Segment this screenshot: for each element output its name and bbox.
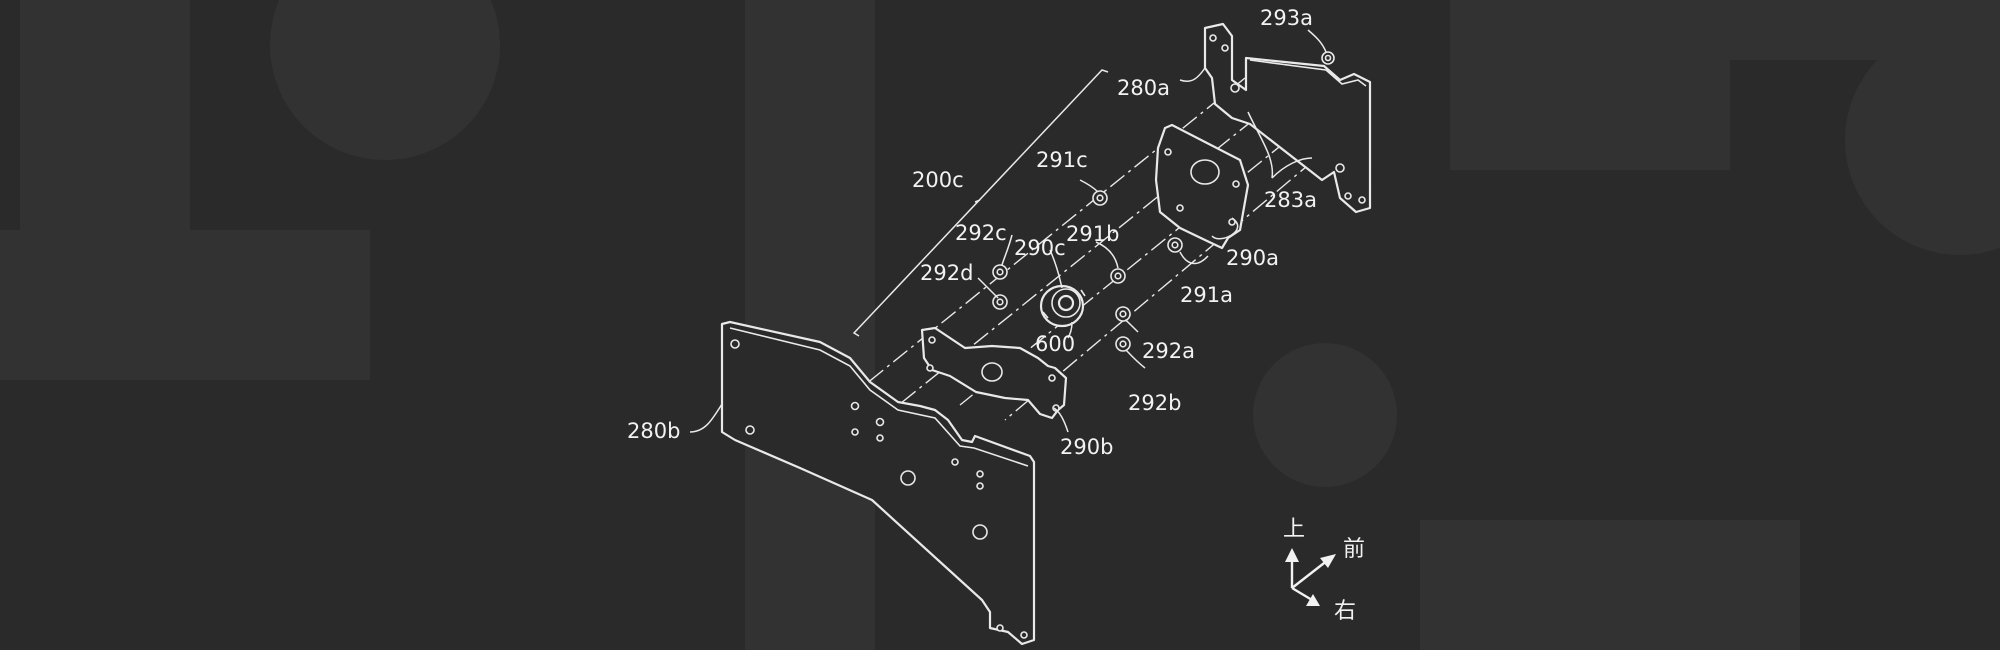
screw-292c (992, 264, 1008, 280)
label-right: 右 (1334, 599, 1356, 624)
plate-290a (1154, 123, 1250, 250)
label-293a: 293a (1260, 6, 1313, 30)
bracket-200c (852, 69, 1109, 337)
label-600: 600 (1035, 332, 1075, 356)
label-280a: 280a (1117, 76, 1170, 100)
label-280b: 280b (627, 419, 680, 443)
screw-291a (1167, 237, 1183, 253)
label-291b: 291b (1066, 222, 1119, 246)
part-labels: 293a 280a 200c 291c 283a 292c 290c 291b … (627, 6, 1317, 459)
label-200c: 200c (912, 168, 964, 192)
direction-indicator: 上 前 右 (1283, 517, 1365, 624)
bearing-290c (1039, 284, 1086, 328)
label-292c: 292c (955, 221, 1007, 245)
right-arrow (1291, 586, 1313, 602)
label-290b: 290b (1060, 435, 1113, 459)
up-arrowhead (1285, 548, 1299, 562)
right-arrowhead (1306, 594, 1320, 606)
label-291c: 291c (1036, 148, 1088, 172)
plate-290b (920, 326, 1068, 420)
label-290c: 290c (1014, 236, 1066, 260)
screw-291b (1110, 268, 1126, 284)
screw-292b (1115, 336, 1131, 352)
front-arrowhead (1320, 554, 1336, 568)
screw-292a (1115, 306, 1131, 322)
label-front: 前 (1343, 537, 1365, 562)
label-291a: 291a (1180, 283, 1233, 307)
leader-lines (689, 29, 1327, 433)
front-arrow (1291, 559, 1329, 589)
screw-293a (1321, 51, 1335, 65)
plate-280a (1203, 22, 1372, 214)
screw-291c (1092, 190, 1108, 206)
label-283a: 283a (1264, 188, 1317, 212)
label-292b: 292b (1128, 391, 1181, 415)
plate-280b (720, 320, 1036, 646)
label-290a: 290a (1226, 246, 1279, 270)
screw-292d (992, 294, 1008, 310)
label-292a: 292a (1142, 339, 1195, 363)
label-up: 上 (1283, 517, 1305, 542)
label-292d: 292d (920, 261, 973, 285)
